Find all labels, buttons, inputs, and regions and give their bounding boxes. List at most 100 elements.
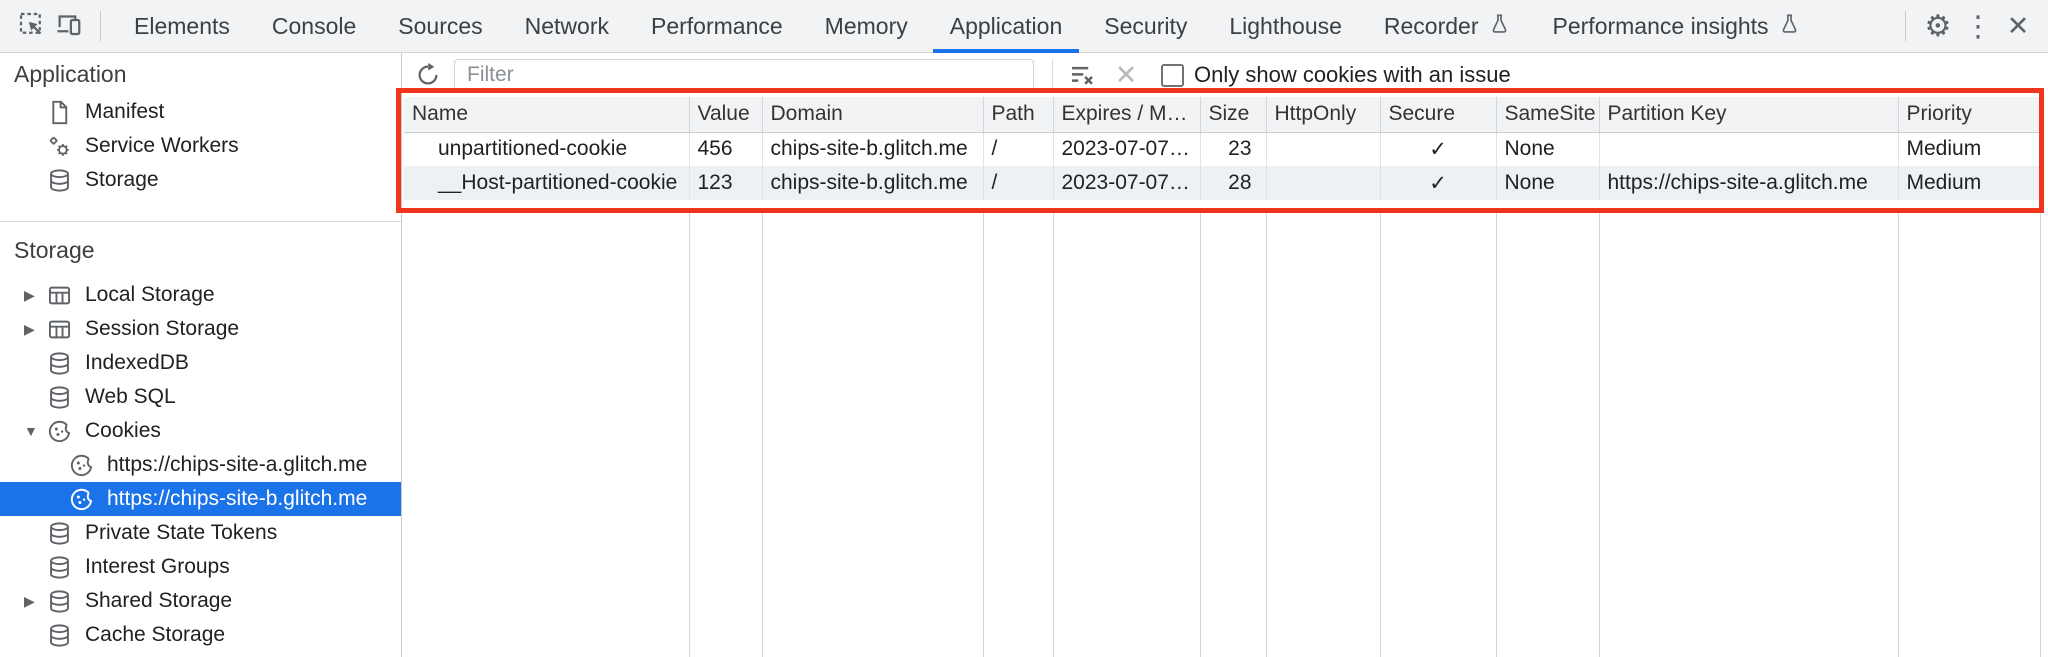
sidebar-item-interest-groups[interactable]: Interest Groups xyxy=(0,550,401,584)
database-icon xyxy=(46,554,73,581)
tab-performance-insights[interactable]: Performance insights xyxy=(1532,0,1822,53)
cell-priority[interactable]: Medium xyxy=(1898,166,2041,200)
sidebar-item-service-workers[interactable]: Service Workers xyxy=(0,129,401,163)
database-icon xyxy=(46,350,73,377)
inspect-cursor-icon xyxy=(16,9,46,44)
tab-application[interactable]: Application xyxy=(929,0,1084,53)
cell-samesite[interactable]: None xyxy=(1496,132,1600,166)
column-header-httponly[interactable]: HttpOnly xyxy=(1266,97,1381,133)
clear-filter-icon[interactable] xyxy=(1065,58,1099,92)
cell-domain[interactable]: chips-site-b.glitch.me xyxy=(762,132,984,166)
cell-size[interactable]: 23 xyxy=(1200,132,1267,166)
tabbar-right-controls: ⚙ ⋮ ✕ xyxy=(1893,6,2038,46)
cookies-panel: ✕ Only show cookies with an issue Name V… xyxy=(396,53,2048,657)
cell-secure[interactable]: ✓ xyxy=(1380,132,1497,166)
cell-path[interactable]: / xyxy=(983,166,1054,200)
panel-tabs: Elements Console Sources Network Perform… xyxy=(113,0,1822,53)
sidebar-item-manifest[interactable]: Manifest xyxy=(0,95,401,129)
cookie-icon xyxy=(68,486,95,513)
cell-httponly[interactable] xyxy=(1266,166,1381,200)
sidebar-item-private-state-tokens[interactable]: Private State Tokens xyxy=(0,516,401,550)
clear-icon[interactable]: ✕ xyxy=(1114,59,1138,90)
cell-priority[interactable]: Medium xyxy=(1898,132,2041,166)
tab-recorder[interactable]: Recorder xyxy=(1363,0,1532,53)
database-icon xyxy=(46,167,73,194)
cell-httponly[interactable] xyxy=(1266,132,1381,166)
close-devtools-icon[interactable]: ✕ xyxy=(2006,10,2030,41)
sidebar-item-cache-storage[interactable]: Cache Storage xyxy=(0,618,401,652)
sidebar-item-cookies-chips-site-a[interactable]: https://chips-site-a.glitch.me xyxy=(0,448,401,482)
sidebar-item-web-sql[interactable]: Web SQL xyxy=(0,380,401,414)
chevron-right-icon[interactable] xyxy=(24,594,46,608)
gears-icon xyxy=(46,133,73,160)
cell-secure[interactable]: ✓ xyxy=(1380,166,1497,200)
column-header-name[interactable]: Name xyxy=(404,97,690,133)
cell-value[interactable]: 123 xyxy=(689,166,763,200)
active-tab-indicator xyxy=(932,48,1080,53)
table-icon xyxy=(46,316,73,343)
tab-performance[interactable]: Performance xyxy=(651,12,783,39)
sidebar-item-session-storage[interactable]: Session Storage xyxy=(0,312,401,346)
cell-expires[interactable]: 2023-07-07… xyxy=(1053,166,1201,200)
tab-lighthouse[interactable]: Lighthouse xyxy=(1229,12,1342,39)
sidebar-item-indexeddb[interactable]: IndexedDB xyxy=(0,346,401,380)
cell-path[interactable]: / xyxy=(983,132,1054,166)
database-icon xyxy=(46,622,73,649)
table-grid-lines xyxy=(402,213,2048,657)
chevron-down-icon[interactable] xyxy=(24,424,46,438)
database-icon xyxy=(46,520,73,547)
table-header-row: Name Value Domain Path Expires / M… Size… xyxy=(404,97,2041,133)
cookie-row-host-partitioned[interactable]: __Host-partitioned-cookie 123 chips-site… xyxy=(404,166,2041,200)
flask-icon xyxy=(1778,12,1801,41)
chevron-right-icon[interactable] xyxy=(24,322,46,336)
cell-expires[interactable]: 2023-07-07… xyxy=(1053,132,1201,166)
cell-value[interactable]: 456 xyxy=(689,132,763,166)
only-issue-label[interactable]: Only show cookies with an issue xyxy=(1194,62,1511,87)
sidebar-item-local-storage[interactable]: Local Storage xyxy=(0,278,401,312)
sidebar-item-cookies-chips-site-b[interactable]: https://chips-site-b.glitch.me xyxy=(0,482,401,516)
tab-sources[interactable]: Sources xyxy=(398,12,483,39)
cookies-table: Name Value Domain Path Expires / M… Size… xyxy=(404,97,2041,200)
kebab-menu-icon[interactable]: ⋮ xyxy=(1963,10,1993,43)
cell-name[interactable]: __Host-partitioned-cookie xyxy=(404,166,690,200)
cell-domain[interactable]: chips-site-b.glitch.me xyxy=(762,166,984,200)
chevron-right-icon[interactable] xyxy=(24,288,46,302)
column-header-path[interactable]: Path xyxy=(983,97,1054,133)
sidebar-item-shared-storage[interactable]: Shared Storage xyxy=(0,584,401,618)
column-header-priority[interactable]: Priority xyxy=(1898,97,2041,133)
column-header-value[interactable]: Value xyxy=(689,97,763,133)
only-issue-checkbox[interactable] xyxy=(1161,63,1184,87)
column-header-domain[interactable]: Domain xyxy=(762,97,984,133)
refresh-icon[interactable] xyxy=(410,57,446,93)
column-header-partition-key[interactable]: Partition Key xyxy=(1599,97,1899,133)
inspect-element-button[interactable] xyxy=(12,7,50,45)
cell-partition-key[interactable]: https://chips-site-a.glitch.me xyxy=(1599,166,1899,200)
database-icon xyxy=(46,384,73,411)
section-header-storage: Storage xyxy=(14,236,95,263)
tab-elements[interactable]: Elements xyxy=(134,12,230,39)
tab-memory[interactable]: Memory xyxy=(824,12,908,39)
application-sidebar: Application Manifest xyxy=(0,53,402,657)
table-icon xyxy=(46,282,73,309)
column-header-secure[interactable]: Secure xyxy=(1380,97,1497,133)
cell-size[interactable]: 28 xyxy=(1200,166,1267,200)
device-toolbar-button[interactable] xyxy=(50,7,88,45)
sidebar-section-divider xyxy=(0,221,401,222)
column-header-samesite[interactable]: SameSite xyxy=(1496,97,1600,133)
filter-input[interactable] xyxy=(454,59,1034,91)
sidebar-item-cookies[interactable]: Cookies xyxy=(0,414,401,448)
column-header-size[interactable]: Size xyxy=(1200,97,1267,133)
settings-gear-icon[interactable]: ⚙ xyxy=(1924,9,1952,43)
cookies-toolbar: ✕ Only show cookies with an issue xyxy=(402,53,2048,97)
tab-security[interactable]: Security xyxy=(1104,12,1188,39)
cell-partition-key[interactable] xyxy=(1599,132,1899,166)
tab-network[interactable]: Network xyxy=(524,12,609,39)
tab-console[interactable]: Console xyxy=(271,12,357,39)
cell-name[interactable]: unpartitioned-cookie xyxy=(404,132,690,166)
cell-samesite[interactable]: None xyxy=(1496,166,1600,200)
column-header-expires[interactable]: Expires / M… xyxy=(1053,97,1201,133)
sidebar-item-storage[interactable]: Storage xyxy=(0,163,401,197)
flask-icon xyxy=(1488,12,1511,41)
cookie-row-unpartitioned[interactable]: unpartitioned-cookie 456 chips-site-b.gl… xyxy=(404,132,2041,166)
